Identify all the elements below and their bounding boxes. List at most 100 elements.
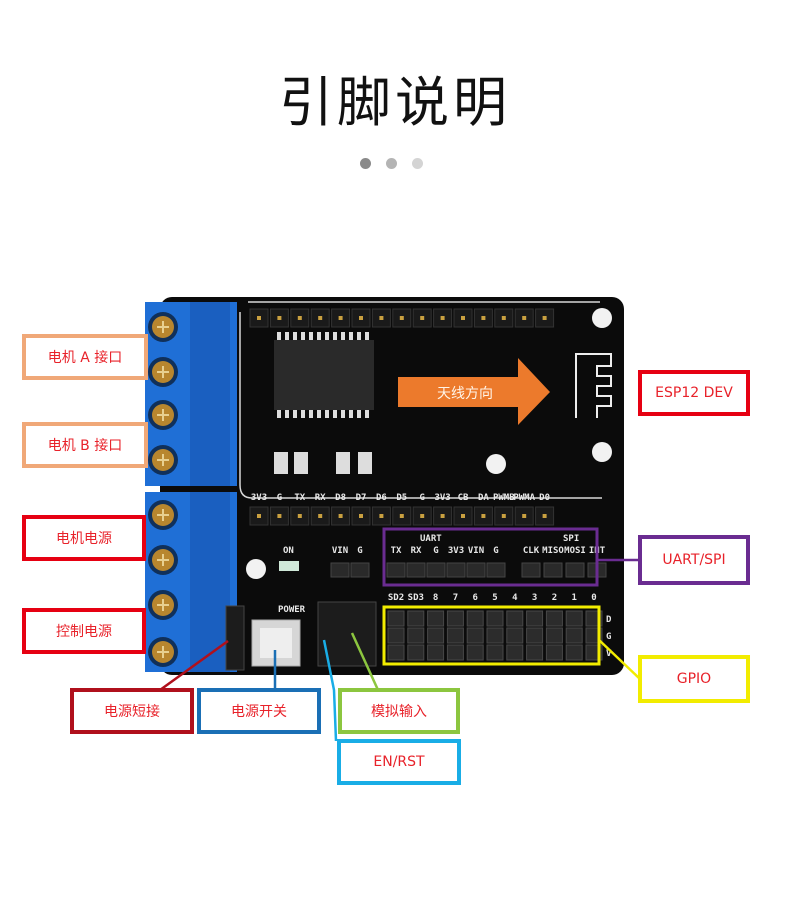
gpio-pin[interactable] [565, 644, 583, 661]
gpio-pin[interactable] [526, 627, 544, 644]
header-pin-contact [297, 514, 302, 518]
gpio-pin-label: 5 [492, 593, 497, 603]
power-led [279, 561, 299, 571]
gpio-pin[interactable] [407, 627, 425, 644]
header-pin-contact [501, 514, 506, 518]
gpio-pin[interactable] [446, 644, 464, 661]
header-pin-contact [542, 514, 547, 518]
header-pin-contact [461, 316, 465, 320]
chip-leg [301, 332, 305, 340]
gpio-highlight [382, 605, 601, 666]
header-pin-contact [257, 514, 261, 518]
carousel-dot-2[interactable] [386, 158, 397, 169]
gpio-pin[interactable] [526, 610, 544, 627]
spi-pin[interactable] [565, 562, 585, 578]
antenna-trace [575, 353, 612, 418]
chip-leg [317, 332, 321, 340]
uart-pin-label: G [433, 546, 438, 556]
gpio-pin[interactable] [486, 610, 504, 627]
gpio-pin[interactable] [545, 610, 563, 627]
power-pin[interactable] [330, 562, 350, 578]
uart-pin-label: 3V3 [448, 546, 464, 556]
chip-leg [333, 410, 337, 418]
power-short-jumper[interactable] [225, 605, 245, 671]
header-pin-contact [420, 514, 425, 518]
pin-label: PWMB [493, 493, 515, 503]
header-pin-contact [297, 316, 302, 320]
carousel-dot-3[interactable] [412, 158, 423, 169]
pin-label: DA [478, 493, 489, 503]
pin-label: G [277, 493, 282, 503]
spi-pin[interactable] [543, 562, 563, 578]
gpio-pin[interactable] [506, 644, 524, 661]
gpio-pin[interactable] [486, 644, 504, 661]
gpio-pin[interactable] [466, 627, 484, 644]
gpio-pin[interactable] [387, 610, 405, 627]
uart-pin[interactable] [486, 562, 506, 578]
gpio-pin[interactable] [565, 627, 583, 644]
chip-leg [277, 410, 281, 418]
uart-pin[interactable] [406, 562, 426, 578]
screw-slot [157, 646, 169, 658]
gpio-row-label: D [606, 615, 612, 625]
gpio-pin[interactable] [427, 627, 445, 644]
gpio-pin[interactable] [466, 610, 484, 627]
gpio-pin[interactable] [486, 627, 504, 644]
chip-leg [285, 332, 289, 340]
uart-pin-label: TX [391, 546, 402, 556]
header-pin-contact [379, 316, 384, 320]
uart-pin[interactable] [466, 562, 486, 578]
uart-spi-highlight [382, 527, 599, 587]
gpio-pin[interactable] [407, 610, 425, 627]
gpio-pin[interactable] [545, 627, 563, 644]
callout-motor-power: 电机电源 [26, 519, 142, 557]
gpio-pin-label: SD3 [408, 593, 424, 603]
header-pin-contact [399, 316, 404, 320]
gpio-pin[interactable] [446, 627, 464, 644]
uart-pin[interactable] [386, 562, 406, 578]
pin-label: D7 [356, 493, 367, 503]
gpio-pin-label: 6 [472, 593, 477, 603]
gpio-pin[interactable] [506, 610, 524, 627]
spi-pin[interactable] [521, 562, 541, 578]
power-pin-label: VIN [332, 546, 348, 556]
header-pin-contact [257, 316, 261, 320]
carousel-dot-1[interactable] [360, 158, 371, 169]
screw-slot [157, 509, 169, 521]
gpio-pin-label: 3 [532, 593, 537, 603]
leader-gpio [598, 639, 641, 680]
gpio-pin[interactable] [407, 644, 425, 661]
callout-motor-b: 电机 B 接口 [26, 426, 144, 464]
uart-group-label: UART [420, 534, 442, 544]
gpio-pin[interactable] [565, 610, 583, 627]
gpio-pin[interactable] [387, 644, 405, 661]
gpio-pin[interactable] [446, 610, 464, 627]
gpio-pin[interactable] [427, 610, 445, 627]
gpio-pin[interactable] [526, 644, 544, 661]
uart-pin[interactable] [446, 562, 466, 578]
chip-leg [301, 410, 305, 418]
power-pin[interactable] [350, 562, 370, 578]
pin-label: D8 [335, 493, 346, 503]
header-pin-contact [359, 316, 363, 320]
arrow-label: 天线方向 [437, 386, 493, 402]
callout-control-power: 控制电源 [26, 612, 142, 650]
gpio-pin[interactable] [466, 644, 484, 661]
callout-uart-spi: UART/SPI [642, 539, 746, 581]
gpio-pin[interactable] [387, 627, 405, 644]
mounting-hole [246, 559, 266, 579]
uart-pin[interactable] [426, 562, 446, 578]
pin-label: 3V3 [251, 493, 267, 503]
header-pin-contact [420, 316, 425, 320]
chip-leg [357, 332, 361, 340]
callout-en-rst: EN/RST [341, 743, 457, 781]
header-pin-contact [277, 514, 282, 518]
chip-leg [293, 332, 297, 340]
gpio-pin[interactable] [427, 644, 445, 661]
pin-label: G [419, 493, 424, 503]
uart-pin-label: VIN [468, 546, 484, 556]
header-pin-contact [461, 514, 465, 518]
pin-label: TX [294, 493, 305, 503]
gpio-pin[interactable] [545, 644, 563, 661]
gpio-pin[interactable] [506, 627, 524, 644]
